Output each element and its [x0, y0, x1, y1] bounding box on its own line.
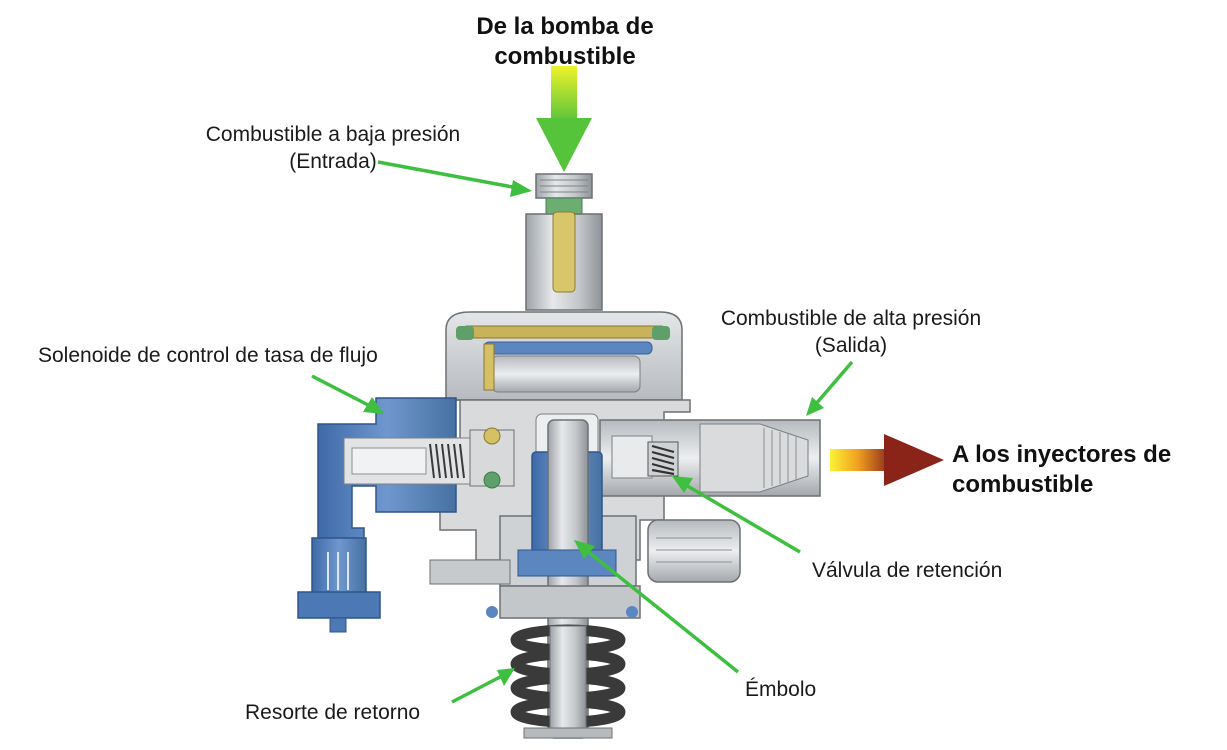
outlet-flow-arrow — [830, 434, 944, 486]
check-valve-spring — [647, 441, 679, 477]
right-heading-line2: combustible — [952, 471, 1094, 498]
top-heading-line1: De la bomba de — [476, 13, 654, 40]
outlet-fitting — [599, 419, 821, 497]
solenoid-connector — [297, 537, 381, 633]
leader-low-pressure — [377, 160, 532, 197]
leader-plunger — [574, 540, 740, 674]
inlet-flow-arrow — [536, 66, 592, 172]
leader-solenoid — [311, 374, 384, 414]
solenoid-body — [317, 397, 515, 541]
plunger-label: Émbolo — [745, 678, 817, 701]
high-pressure-label-line1: Combustible de alta presión — [720, 307, 982, 330]
right-heading: A los inyectores de combustible — [952, 440, 1171, 500]
leader-check-valve — [672, 476, 801, 554]
leader-return-spring — [451, 668, 515, 704]
low-pressure-label-line1: Combustible a baja presión — [205, 123, 461, 146]
leader-arrows — [311, 160, 854, 704]
inlet-fitting — [525, 173, 603, 311]
return-spring — [510, 624, 626, 739]
return-spring-label: Resorte de retorno — [245, 701, 421, 724]
spring-seat — [486, 585, 641, 619]
high-pressure-label-line2: (Salida) — [814, 334, 888, 357]
high-pressure-label: Combustible de alta presión (Salida) — [696, 305, 1006, 359]
pressure-damper — [445, 311, 683, 401]
top-heading-line2: combustible — [494, 43, 636, 70]
leader-high-pressure — [806, 360, 854, 416]
solenoid-label: Solenoide de control de tasa de flujo — [38, 344, 378, 367]
low-pressure-label-line2: (Entrada) — [289, 150, 377, 173]
top-heading: De la bomba de combustible — [440, 12, 690, 72]
low-pressure-label: Combustible a baja presión (Entrada) — [178, 121, 488, 175]
check-valve-label: Válvula de retención — [812, 559, 1003, 582]
right-heading-line1: A los inyectores de — [952, 441, 1172, 468]
